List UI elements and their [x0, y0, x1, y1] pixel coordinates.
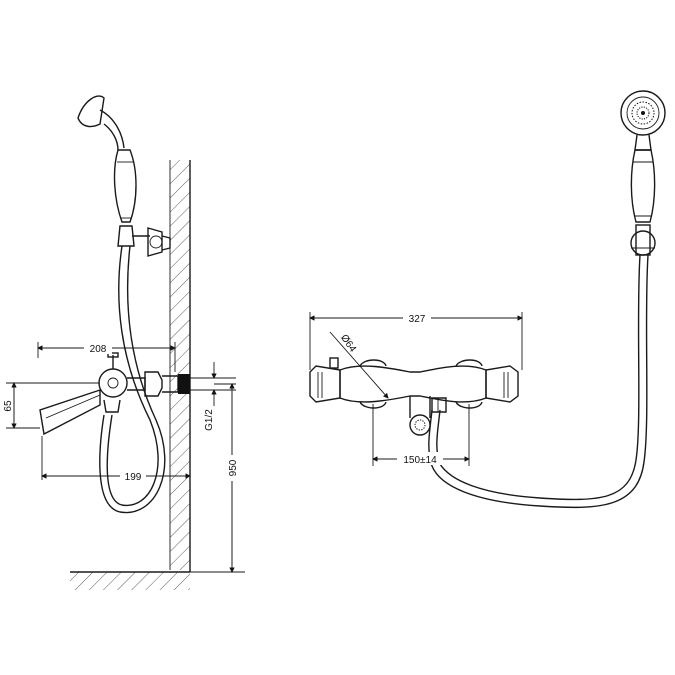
floor-section	[70, 571, 245, 590]
dim-d64-label: Ø64	[338, 333, 358, 355]
dim-g12: G1/2	[190, 362, 236, 431]
hand-shower-front	[620, 90, 666, 256]
hose-front-inner	[428, 254, 649, 509]
dim-950: 950	[214, 383, 239, 573]
dim-327: 327	[309, 311, 523, 370]
dim-g12-label: G1/2	[204, 409, 215, 431]
dim-199-label: 199	[125, 472, 142, 483]
mixer-side	[39, 352, 190, 436]
hand-shower-side	[77, 95, 171, 257]
dim-199: 199	[41, 436, 191, 483]
dim-d64: Ø64	[329, 331, 389, 399]
dim-327-label: 327	[409, 314, 426, 325]
dim-950-label: 950	[228, 459, 239, 476]
dim-150: 150±14	[372, 404, 470, 466]
mixer-front	[309, 357, 519, 436]
hose-front	[436, 254, 641, 501]
side-view: 208 65 199 G1/2	[3, 95, 245, 590]
front-view: 327 Ø64 150±14	[309, 90, 666, 509]
dim-150-label: 150±14	[403, 455, 437, 466]
hose-side-inner	[99, 245, 166, 514]
wall-section	[169, 160, 191, 572]
hose-side	[106, 245, 159, 507]
dim-208-label: 208	[90, 344, 107, 355]
dim-65-label: 65	[3, 400, 14, 412]
dim-65: 65	[3, 382, 100, 429]
dim-208: 208	[37, 341, 176, 372]
